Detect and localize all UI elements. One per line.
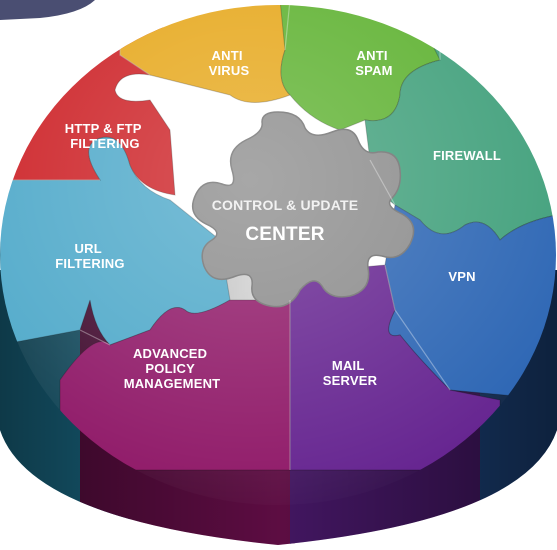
top-gloss (0, 5, 556, 505)
label-anti-virus: ANTI VIRUS (209, 48, 250, 78)
label-anti-spam: ANTI SPAM (355, 48, 392, 78)
label-center-line2: CENTER (245, 224, 324, 245)
corner-fragment (0, 0, 95, 20)
label-firewall: FIREWALL (433, 148, 501, 163)
label-center-line1: CONTROL & UPDATE (212, 197, 359, 213)
labels: ANTI VIRUS ANTI SPAM FIREWALL VPN MAIL S… (55, 48, 501, 391)
label-vpn: VPN (448, 269, 475, 284)
label-http-ftp-filtering: HTTP & FTP FILTERING (65, 121, 145, 151)
label-advanced-policy-management: ADVANCED POLICY MANAGEMENT (124, 346, 221, 391)
label-url-filtering: URL FILTERING (55, 241, 124, 271)
label-mail-server: MAIL SERVER (323, 358, 378, 388)
